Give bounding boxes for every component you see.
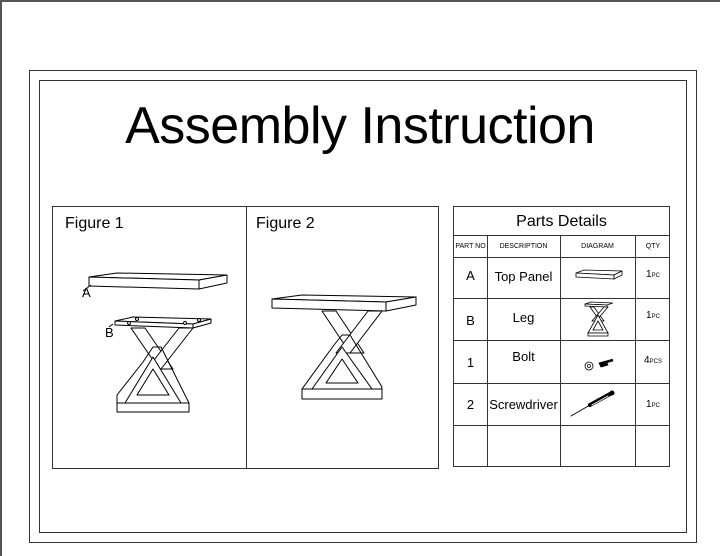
- figure-1-exploded-drawing: [82, 272, 228, 413]
- part-qty: 1PC: [635, 310, 671, 321]
- leg-icon: [584, 301, 614, 337]
- table-rule: [487, 235, 488, 466]
- table-rule: [635, 235, 636, 466]
- qty-unit: PC: [651, 314, 660, 320]
- table-rule: [454, 340, 669, 341]
- header-diagram: DIAGRAM: [581, 243, 614, 250]
- part-id: 2: [466, 397, 475, 412]
- empty-table-row: [454, 426, 669, 467]
- qty-unit: PC: [651, 273, 660, 279]
- figures-panel: Figure 1 Figure 2 A B: [52, 206, 439, 469]
- parts-details-title: Parts Details: [516, 213, 607, 230]
- figure-2-assembled-drawing: [271, 294, 417, 400]
- qty-number: 4: [644, 355, 650, 366]
- part-id: 1: [466, 355, 475, 370]
- page-left-border: [0, 0, 2, 556]
- inner-frame: [39, 80, 687, 533]
- header-part-no: PART NO: [455, 243, 486, 250]
- table-rule: [454, 425, 669, 426]
- part-description: Bolt: [512, 349, 535, 364]
- part-description: Leg: [512, 310, 535, 325]
- qty-unit: PC: [651, 403, 660, 409]
- header-description: DESCRIPTION: [499, 243, 548, 250]
- table-rule: [454, 257, 669, 258]
- qty-number: 1: [646, 310, 652, 321]
- part-id: B: [466, 313, 475, 328]
- callout-b: B: [105, 325, 114, 340]
- figure-2-label: Figure 2: [256, 215, 315, 232]
- page-top-border: [0, 0, 720, 2]
- part-description: Top Panel: [494, 269, 553, 284]
- screwdriver-icon: [570, 390, 615, 417]
- part-id: A: [466, 268, 475, 283]
- outer-frame: [29, 70, 697, 543]
- qty-unit: PCS: [649, 359, 662, 365]
- header-qty: QTY: [645, 243, 661, 250]
- part-description: Screwdriver: [489, 397, 558, 412]
- part-qty: 1PC: [635, 269, 671, 280]
- table-rule: [560, 235, 561, 466]
- figures-divider: [246, 207, 247, 468]
- table-rule: [454, 383, 669, 384]
- part-qty: 4PCS: [635, 355, 671, 366]
- page-title: Assembly Instruction: [125, 97, 595, 155]
- bolt-icon: [584, 358, 614, 371]
- top-panel-icon: [575, 269, 623, 280]
- figure-1-label: Figure 1: [65, 215, 124, 232]
- table-rule: [454, 298, 669, 299]
- qty-number: 1: [646, 399, 652, 410]
- qty-number: 1: [646, 269, 652, 280]
- part-qty: 1PC: [635, 399, 671, 410]
- callout-a: A: [82, 285, 91, 300]
- parts-details-table: Parts Details PART NO DESCRIPTION DIAGRA…: [453, 206, 670, 467]
- table-rule: [454, 235, 669, 236]
